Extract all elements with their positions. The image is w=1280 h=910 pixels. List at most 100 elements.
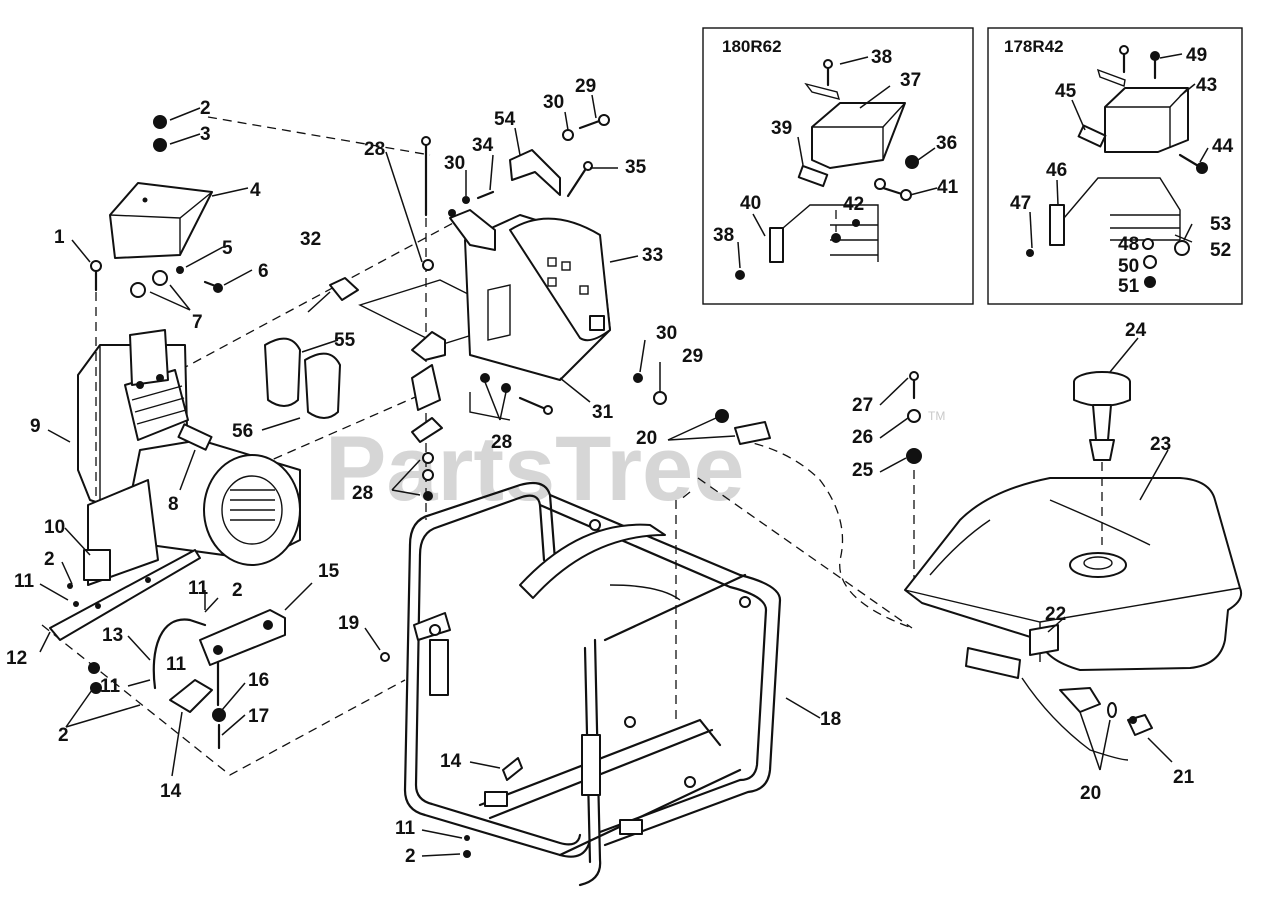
frame-assembly: 19 18 14 11 2: [338, 477, 913, 887]
callout-54: 54: [494, 109, 516, 130]
callout-40: 40: [740, 193, 761, 214]
callout-30: 30: [543, 92, 564, 113]
bracket-part-4: [109, 182, 213, 259]
callout-11: 11: [166, 654, 187, 675]
bracket-part-43: [1104, 87, 1189, 153]
callout-30: 30: [444, 153, 465, 174]
gasket-part-32: [329, 277, 359, 301]
callout-11: 11: [14, 571, 35, 592]
callout-48: 48: [1118, 234, 1139, 255]
callout-14: 14: [440, 751, 462, 772]
callout-51: 51: [1118, 276, 1140, 297]
callout-49: 49: [1186, 45, 1207, 66]
callout-38-lower: 38: [713, 225, 734, 246]
watermark: PartsTree TM: [325, 409, 945, 520]
callout-45: 45: [1055, 81, 1077, 102]
callout-21: 21: [1173, 767, 1195, 788]
callout-41: 41: [937, 177, 959, 198]
bracket-part-15: [199, 609, 286, 666]
callout-34: 34: [472, 135, 494, 156]
callout-28: 28: [352, 483, 373, 504]
mount-rail-part-12: [49, 549, 201, 641]
callout-17: 17: [248, 706, 269, 727]
callout-56: 56: [232, 421, 253, 442]
callout-24: 24: [1125, 320, 1147, 341]
callout-11: 11: [395, 818, 416, 839]
engine-assembly: 2 3 4 1 5 6 7 9 8 10 2 11 12 13 11 11 2 …: [6, 98, 456, 802]
callout-13: 13: [102, 625, 123, 646]
callout-53: 53: [1210, 214, 1231, 235]
callout-8: 8: [168, 494, 179, 515]
callout-26: 26: [852, 427, 873, 448]
callout-3: 3: [200, 124, 211, 145]
callout-2: 2: [44, 549, 55, 570]
callout-2: 2: [58, 725, 69, 746]
callout-43: 43: [1196, 75, 1217, 96]
callout-52: 52: [1210, 240, 1231, 261]
callout-29: 29: [682, 346, 703, 367]
callout-19: 19: [338, 613, 359, 634]
air-filter-part-55: [264, 337, 301, 407]
inset-frame: [987, 27, 1243, 305]
callout-2: 2: [232, 580, 243, 601]
callout-47: 47: [1010, 193, 1031, 214]
muffler-assembly: 28 30 34 54 30 29 35 33 30 29 31 28 28: [329, 76, 703, 520]
callout-42: 42: [843, 194, 864, 215]
callout-31: 31: [592, 402, 614, 423]
callout-28: 28: [491, 432, 512, 453]
callout-20: 20: [636, 428, 657, 449]
callout-33: 33: [642, 245, 663, 266]
callout-35: 35: [625, 157, 647, 178]
connector-part-14: [169, 679, 213, 713]
frame-tube-part-18: [408, 481, 557, 562]
callout-4: 4: [250, 180, 261, 201]
callout-14: 14: [160, 781, 182, 802]
inset-model-label: 178R42: [1004, 37, 1064, 56]
inset-178R42: 178R42 49 45 43 44 46 47 48: [987, 27, 1243, 305]
callout-6: 6: [258, 261, 269, 282]
watermark-trademark: TM: [928, 409, 945, 423]
callout-25: 25: [852, 460, 874, 481]
bracket-part-37: [811, 102, 906, 169]
callout-22: 22: [1045, 604, 1066, 625]
callout-28: 28: [364, 139, 385, 160]
callout-9: 9: [30, 416, 41, 437]
callout-46: 46: [1046, 160, 1067, 181]
callout-37: 37: [900, 70, 921, 91]
callout-32: 32: [300, 229, 321, 250]
callout-5: 5: [222, 238, 233, 259]
callout-10: 10: [44, 517, 65, 538]
callout-30: 30: [656, 323, 677, 344]
callout-11: 11: [188, 578, 209, 599]
callout-39: 39: [771, 118, 792, 139]
callout-50: 50: [1118, 256, 1139, 277]
inset-180R62: 180R62 38 37 39 36: [702, 27, 974, 305]
decal-part-22: [1029, 624, 1059, 656]
callout-1: 1: [54, 227, 65, 248]
connector-part-14: [502, 757, 523, 781]
callout-27: 27: [852, 395, 873, 416]
callout-55: 55: [334, 330, 356, 351]
callout-36: 36: [936, 133, 957, 154]
fuel-tank-assembly: 27 26 25 20 24 23 22 20 21: [636, 320, 1243, 804]
inset-frame: [702, 27, 974, 305]
callout-20: 20: [1080, 783, 1101, 804]
callout-38: 38: [871, 47, 892, 68]
callout-23: 23: [1150, 434, 1171, 455]
inset-model-label: 180R62: [722, 37, 782, 56]
fuel-tank-part-23: [904, 477, 1243, 671]
ground-wire-part-13: [152, 618, 207, 690]
callout-11: 11: [100, 676, 121, 697]
bracket-part-54: [509, 149, 561, 196]
callout-7: 7: [192, 312, 203, 333]
callout-2: 2: [200, 98, 211, 119]
callout-2: 2: [405, 846, 416, 867]
callout-12: 12: [6, 648, 27, 669]
watermark-text: PartsTree: [325, 418, 744, 520]
callout-29: 29: [575, 76, 596, 97]
callout-18: 18: [820, 709, 841, 730]
air-filter-part-56: [304, 352, 341, 419]
callout-16: 16: [248, 670, 269, 691]
callout-44: 44: [1212, 136, 1234, 157]
